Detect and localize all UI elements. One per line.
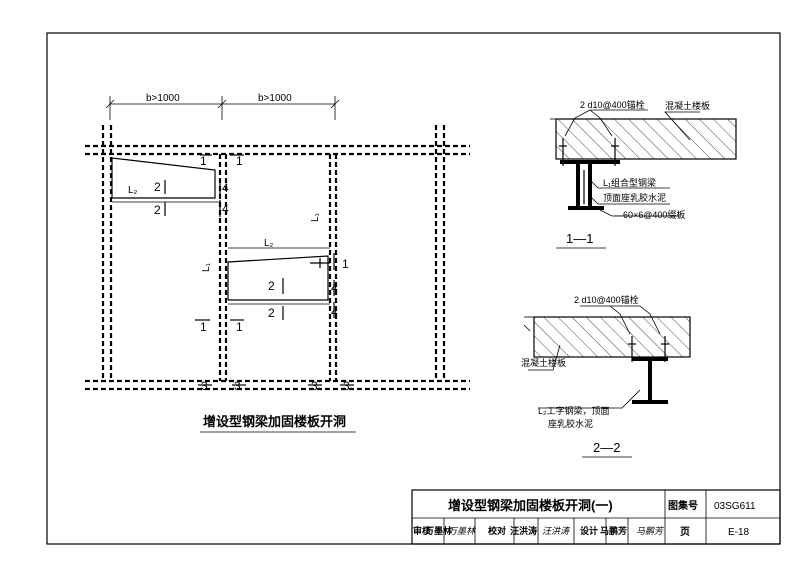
s11-bolt-note: 2 d10@400锚栓 bbox=[580, 99, 645, 110]
label-section-3-a: 3 bbox=[201, 379, 208, 393]
s11-slab-note: 混凝土楼板 bbox=[665, 100, 710, 111]
label-section-1-a: 1 bbox=[200, 154, 207, 168]
s11-beam-note: L₁组合型钢梁 bbox=[603, 177, 656, 188]
s22-beam-note-1: L₂工字钢梁，顶面 bbox=[538, 405, 610, 416]
label-section-1-e: 1 bbox=[236, 320, 243, 334]
page-label: 页 bbox=[680, 526, 690, 538]
label-section-4-d: 4 bbox=[331, 305, 338, 319]
label-section-4-a: 4 bbox=[222, 181, 229, 195]
dim-left-label: b>1000 bbox=[146, 93, 180, 104]
plan-beams bbox=[85, 125, 470, 391]
label-L1-a: L₁ bbox=[310, 212, 321, 222]
dimension-line bbox=[105, 96, 340, 120]
atlas-number: 03SG611 bbox=[714, 501, 756, 512]
label-section-2-c: 2 bbox=[268, 279, 275, 293]
s11-plate-note: —60×6@400缀板 bbox=[614, 209, 685, 220]
design-label: 设计 bbox=[580, 525, 598, 536]
design-name: 马鹏芳 bbox=[600, 525, 627, 536]
label-section-4-c: 4 bbox=[331, 281, 338, 295]
label-section-1-c: 1 bbox=[342, 257, 349, 271]
s22-bolt-note: 2 d10@400锚栓 bbox=[574, 294, 639, 305]
label-section-2-d: 2 bbox=[268, 306, 275, 320]
label-L2-right: L₂ bbox=[264, 238, 274, 249]
label-section-1-b: 1 bbox=[236, 154, 243, 168]
s11-title: 1—1 bbox=[566, 231, 593, 246]
plan-caption: 增设型钢梁加固楼板开洞 bbox=[203, 414, 346, 429]
s11-glue-note: 顶面座乳胶水泥 bbox=[603, 192, 666, 203]
section-marks bbox=[164, 154, 354, 386]
plan-view: b>1000 b>1000 bbox=[85, 93, 470, 433]
review-name: 万墨林 bbox=[424, 525, 453, 536]
check-name: 汪洪涛 bbox=[510, 525, 537, 536]
review-signature: 万墨林 bbox=[448, 526, 476, 536]
s22-slab-note: 混凝土楼板 bbox=[521, 357, 566, 368]
label-section-2-a: 2 bbox=[154, 180, 161, 194]
title-block bbox=[411, 489, 781, 545]
s22-title: 2—2 bbox=[593, 440, 620, 455]
label-L1-b: L₁ bbox=[201, 262, 212, 272]
review-label: 审核 bbox=[413, 525, 431, 536]
label-section-2-b: 2 bbox=[154, 203, 161, 217]
title-block-title: 增设型钢梁加固楼板开洞(一) bbox=[448, 498, 613, 513]
label-section-4-b: 4 bbox=[222, 202, 229, 216]
label-section-3-b: 3 bbox=[234, 379, 241, 393]
check-signature: 汪洪涛 bbox=[542, 526, 571, 536]
label-L2-left: L₂ bbox=[128, 185, 138, 196]
dim-right-label: b>1000 bbox=[258, 93, 292, 104]
check-label: 校对 bbox=[488, 525, 506, 536]
opening-left bbox=[111, 157, 220, 203]
page-number: E-18 bbox=[728, 527, 750, 538]
opening-middle bbox=[227, 247, 330, 305]
atlas-label: 图集号 bbox=[668, 499, 698, 512]
label-section-3-d: 3 bbox=[343, 379, 350, 393]
section-2-2: 2 d10@400锚栓 混凝土楼板 L₂工字钢梁，顶面 座乳胶水泥 2—2 bbox=[521, 294, 691, 458]
section-1-1: 2 d10@400锚栓 混凝土楼板 L₁组合型钢梁 顶面座乳胶水泥 —60×6@… bbox=[550, 99, 737, 249]
design-signature: 马鹏芳 bbox=[636, 526, 665, 536]
label-section-3-c: 3 bbox=[311, 379, 318, 393]
label-section-1-d: 1 bbox=[200, 320, 207, 334]
s22-beam-note-2: 座乳胶水泥 bbox=[548, 418, 593, 429]
